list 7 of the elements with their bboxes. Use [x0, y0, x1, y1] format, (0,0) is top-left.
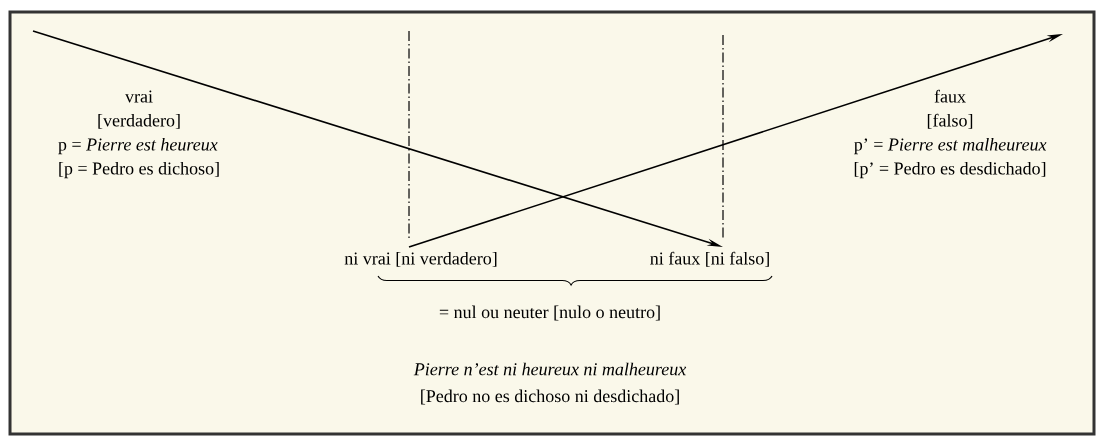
text-label: vrai [verdadero] p = Pierre est heureux [p = Pedro es dichoso] — [58, 90, 219, 179]
text-label: = nul ou neuter [nulo o neutro] — [439, 305, 660, 321]
text-label: faux [falso] p’ = Pierre est malheureux [p’ = Pedro es desdichado] — [854, 89, 1047, 179]
text-label: ni faux [ni falso] — [650, 251, 769, 267]
text-label: [Pedro no es dichoso ni desdichado] — [421, 389, 679, 405]
text-label: ni vrai [ni verdadero] — [344, 251, 497, 267]
text-label: Pierre n’est ni heureux ni malheureux — [413, 362, 687, 376]
